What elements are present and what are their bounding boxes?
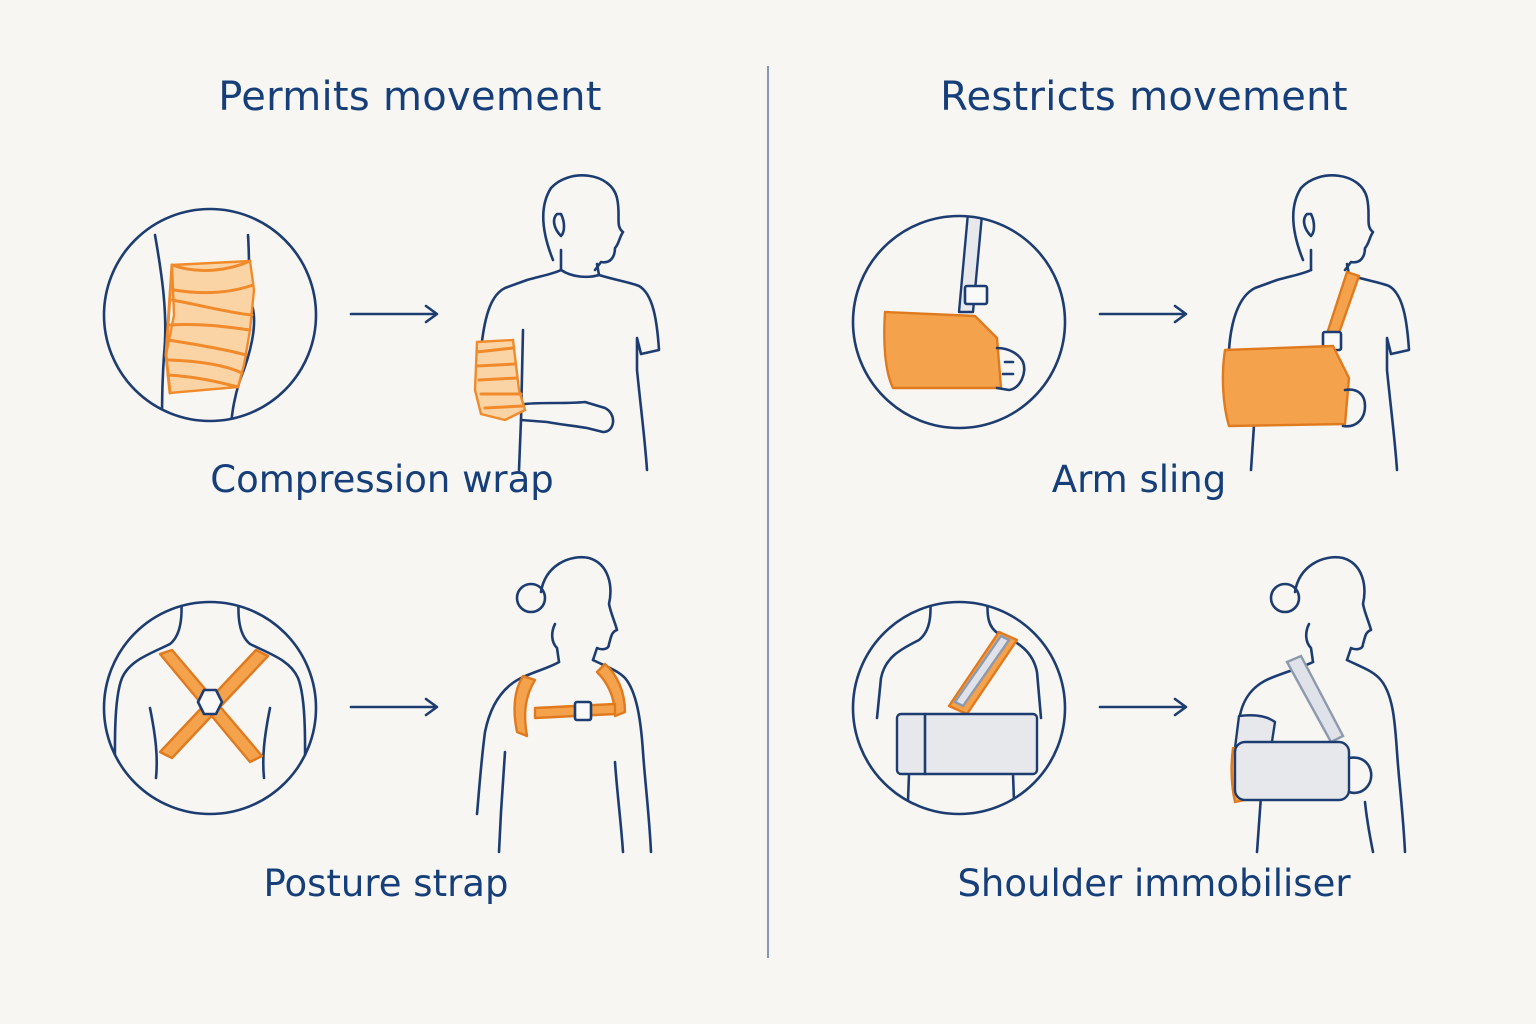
posture-strap-label: Posture strap bbox=[263, 862, 509, 905]
arrow-right-icon bbox=[1098, 697, 1188, 717]
arrow-right-icon bbox=[1098, 304, 1188, 324]
arm-sling-closeup-illustration bbox=[851, 214, 1067, 430]
shoulder-immobiliser-closeup-illustration bbox=[851, 600, 1067, 816]
shoulder-immobiliser-person-illustration bbox=[1230, 555, 1407, 854]
posture-strap-closeup-illustration bbox=[102, 600, 318, 816]
compression-wrap-person-illustration bbox=[473, 174, 661, 472]
arm-sling-person-illustration bbox=[1221, 174, 1411, 472]
compression-wrap-label: Compression wrap bbox=[210, 458, 554, 501]
arrow-right-icon bbox=[349, 697, 439, 717]
arrow-right-icon bbox=[349, 304, 439, 324]
compression-wrap-closeup-illustration bbox=[102, 207, 318, 423]
arm-sling-label: Arm sling bbox=[1051, 458, 1227, 501]
permits-movement-heading: Permits movement bbox=[218, 74, 602, 120]
posture-strap-person-illustration bbox=[475, 555, 653, 854]
shoulder-immobiliser-label: Shoulder immobiliser bbox=[957, 862, 1351, 905]
column-divider bbox=[767, 66, 769, 958]
restricts-movement-heading: Restricts movement bbox=[940, 74, 1348, 120]
